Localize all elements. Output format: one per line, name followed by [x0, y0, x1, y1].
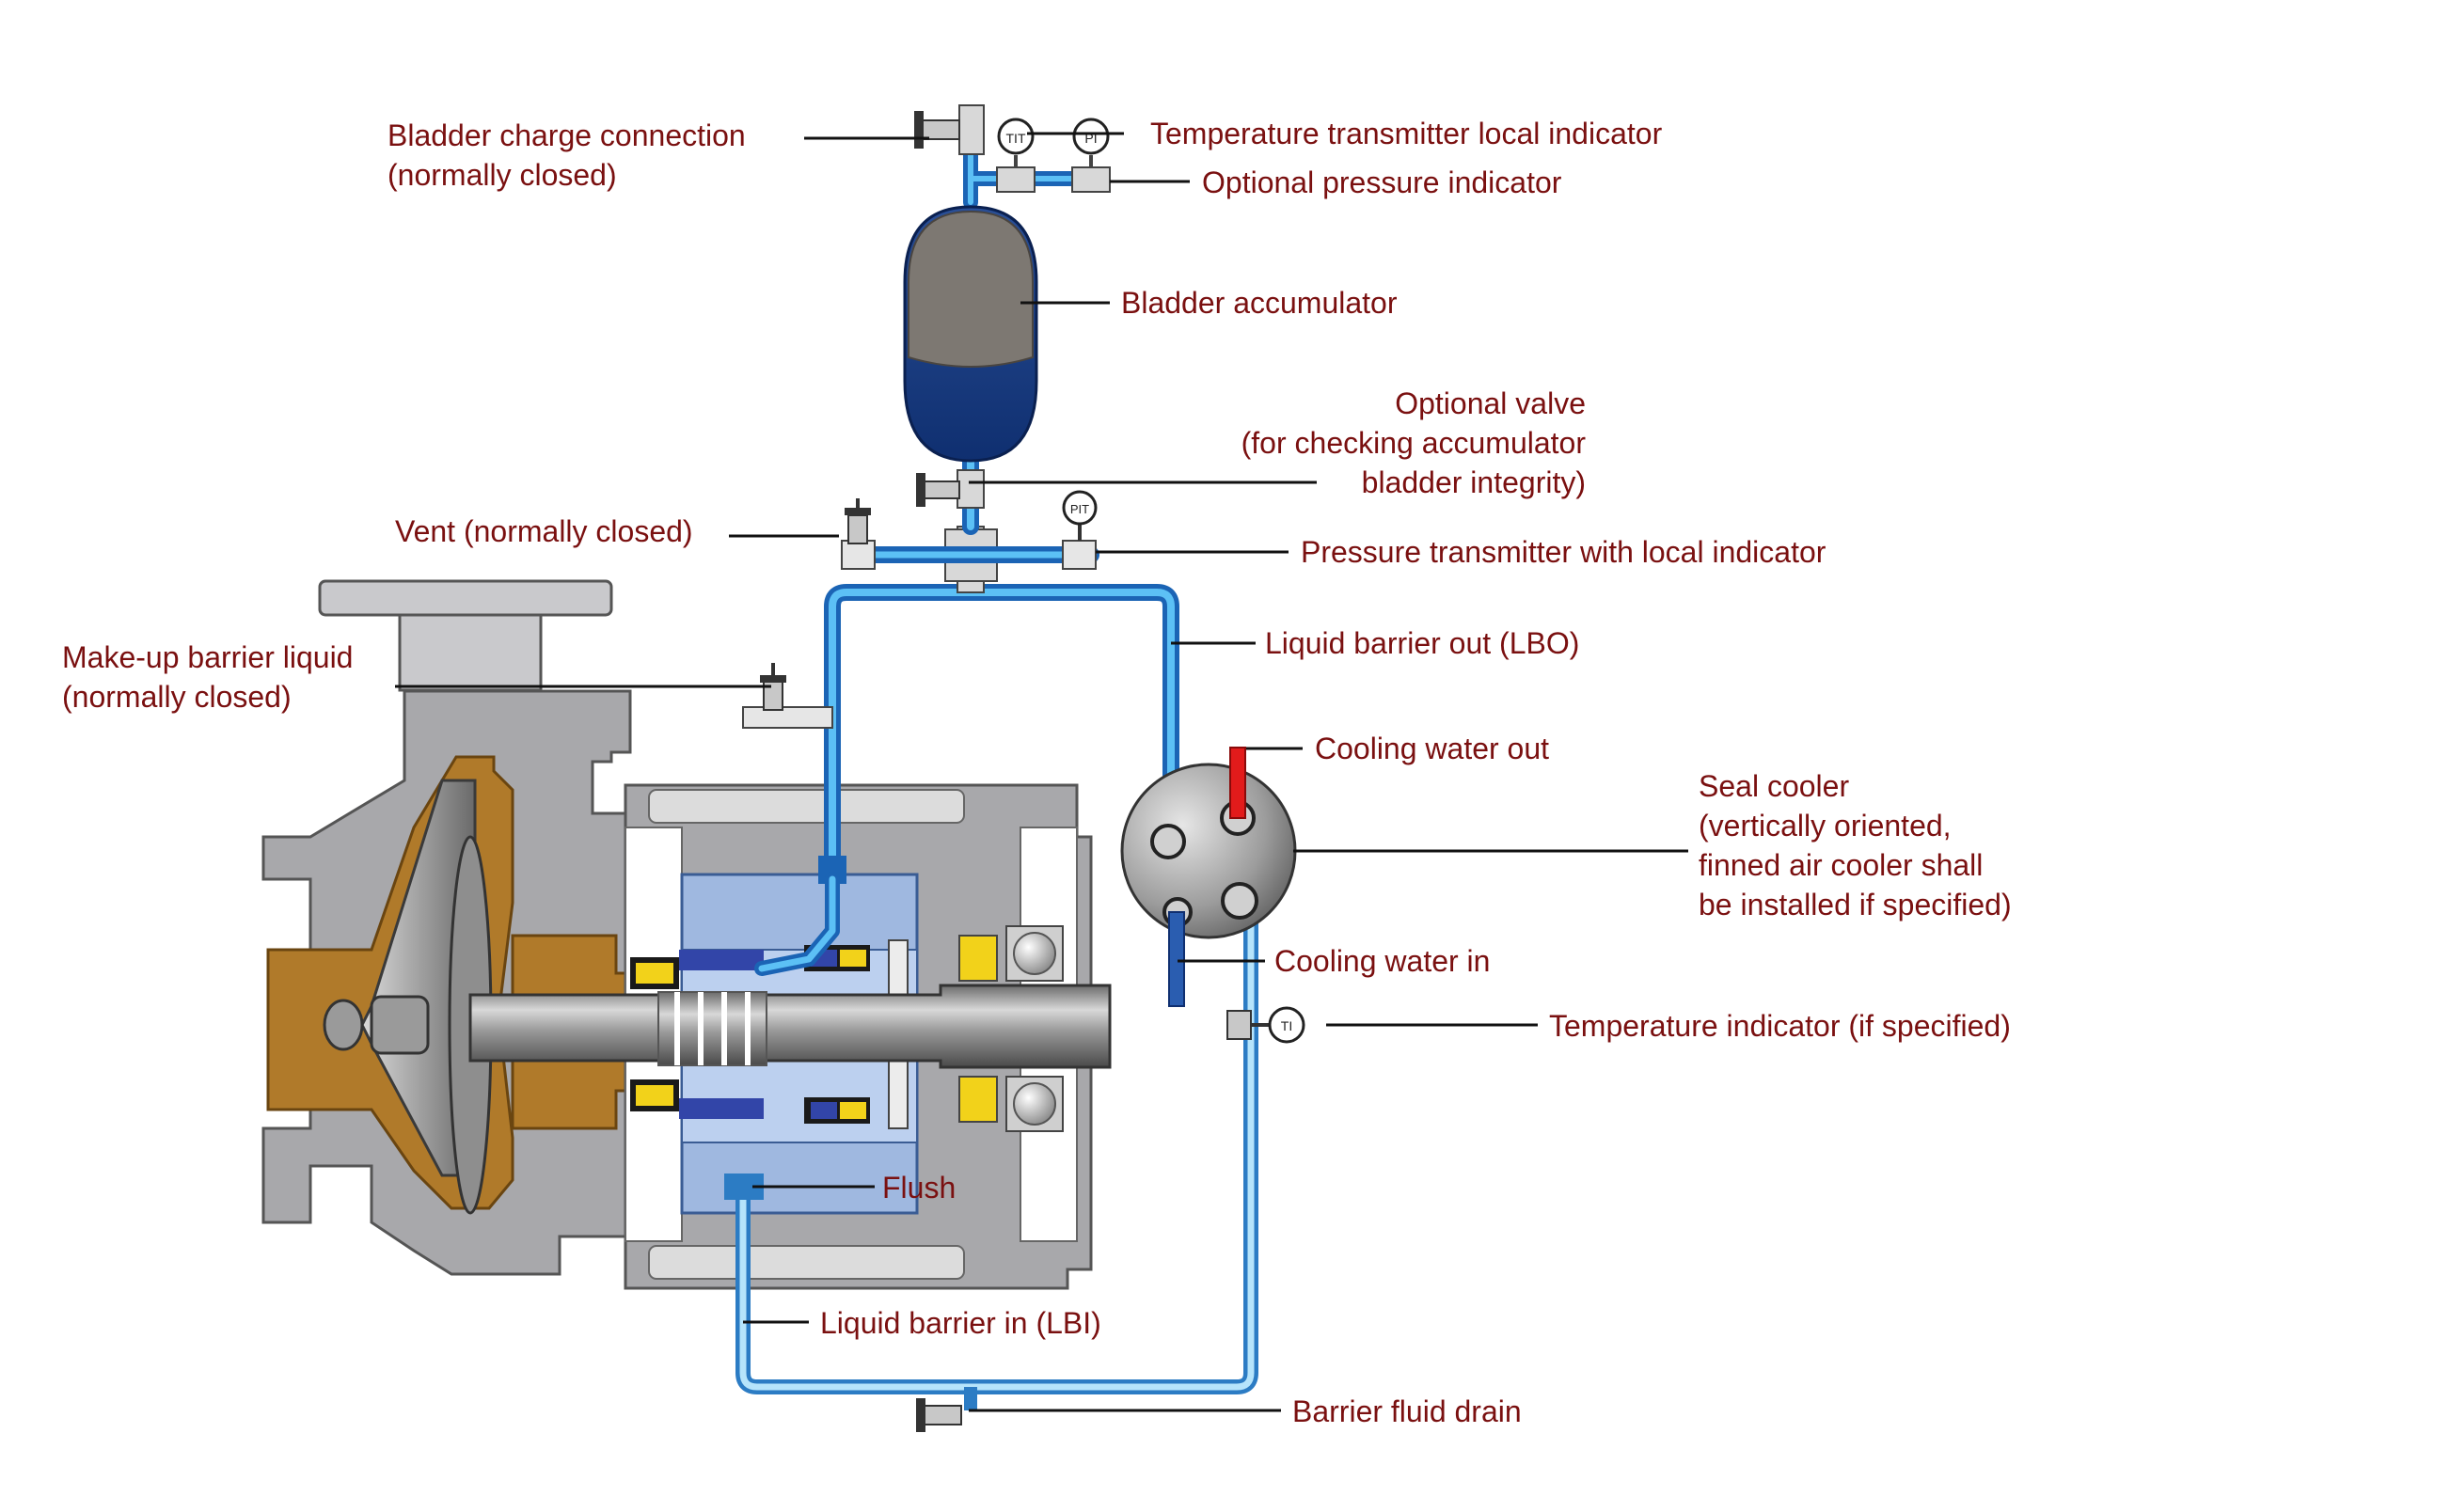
label-seal-cooler-line3: finned air cooler shall	[1699, 848, 1983, 882]
label-seal-cooler-line2: (vertically oriented,	[1699, 809, 1952, 843]
temperature-transmitter-gauge-icon: TIT	[997, 118, 1035, 155]
label-bladder-charge-line2: (normally closed)	[387, 158, 617, 192]
makeup-valve-icon	[760, 663, 786, 711]
label-cooling-water-out: Cooling water out	[1315, 732, 1549, 765]
pressure-indicator-gauge-icon: PI	[1072, 118, 1110, 155]
temperature-indicator-gauge-icon: TI	[1226, 1006, 1305, 1044]
bladder-charge-valve-icon	[914, 111, 960, 149]
pump-assembly	[261, 579, 1112, 1290]
label-pressure-transmitter: Pressure transmitter with local indicato…	[1301, 535, 1826, 569]
label-optional-valve-line2: (for checking accumulator	[1241, 426, 1587, 460]
label-vent: Vent (normally closed)	[395, 514, 693, 548]
bearings	[958, 925, 1064, 1132]
label-liquid-barrier-out: Liquid barrier out (LBO)	[1265, 626, 1579, 660]
label-liquid-barrier-in: Liquid barrier in (LBI)	[820, 1306, 1101, 1340]
callout-labels: Bladder charge connection (normally clos…	[62, 117, 2012, 1428]
label-barrier-fluid-drain: Barrier fluid drain	[1292, 1394, 1522, 1428]
label-flush: Flush	[882, 1171, 956, 1205]
label-bladder-charge-line1: Bladder charge connection	[387, 118, 746, 152]
discharge-flange	[318, 579, 613, 617]
ti-tag: TI	[1281, 1018, 1292, 1033]
label-optional-pressure-indicator: Optional pressure indicator	[1202, 165, 1562, 199]
barrier-piping	[724, 104, 1258, 1410]
label-seal-cooler-line4: be installed if specified)	[1699, 888, 2012, 921]
seal-cooler	[1120, 747, 1297, 1007]
label-cooling-water-in: Cooling water in	[1274, 944, 1490, 978]
drain-valve-icon	[916, 1398, 962, 1432]
cooling-water-out-pipe	[1229, 747, 1246, 819]
label-makeup-line2: (normally closed)	[62, 680, 292, 714]
bladder-accumulator	[903, 205, 1038, 463]
label-seal-cooler-line1: Seal cooler	[1699, 769, 1849, 803]
accumulator-bladder	[908, 210, 1034, 368]
cooling-water-in-pipe	[1168, 911, 1185, 1007]
pressure-transmitter-gauge-icon: PIT	[1062, 490, 1098, 541]
label-temperature-indicator: Temperature indicator (if specified)	[1549, 1009, 2011, 1043]
tt-tag: TIT	[1006, 131, 1026, 146]
optional-valve-icon	[916, 473, 960, 507]
label-optional-valve-line3: bladder integrity)	[1362, 465, 1586, 499]
label-makeup-line1: Make-up barrier liquid	[62, 640, 353, 674]
label-bladder-accumulator: Bladder accumulator	[1121, 286, 1398, 320]
pump-shaft	[468, 984, 1112, 1069]
label-temperature-transmitter: Temperature transmitter local indicator	[1150, 117, 1663, 150]
label-optional-valve-line1: Optional valve	[1395, 386, 1586, 420]
pit-tag: PIT	[1070, 502, 1089, 516]
leader-lines	[395, 132, 1688, 1412]
vent-valve-icon	[845, 498, 871, 544]
